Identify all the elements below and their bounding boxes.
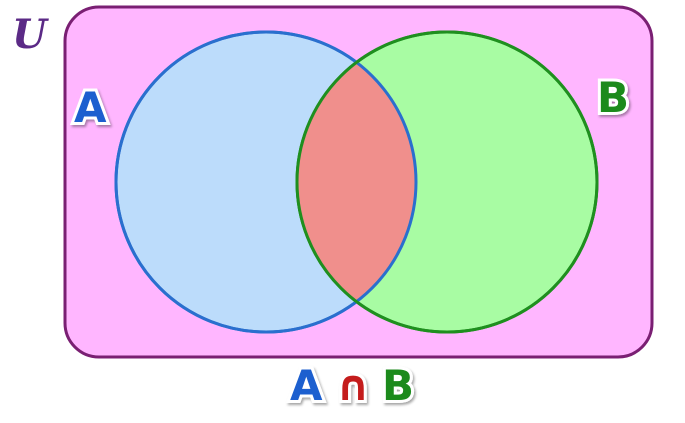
universe-label: U [12,11,49,58]
intersection-region [297,32,416,332]
set-a-outline [114,30,418,334]
caption-set-a: A [290,361,323,410]
caption-intersection-symbol: ∩ [336,361,370,410]
caption: A ∩ B [287,358,417,413]
set-b-outline [295,30,599,334]
set-a-label: A [74,83,107,132]
caption-set-b: B [382,361,414,410]
set-b-label: B [597,73,629,122]
